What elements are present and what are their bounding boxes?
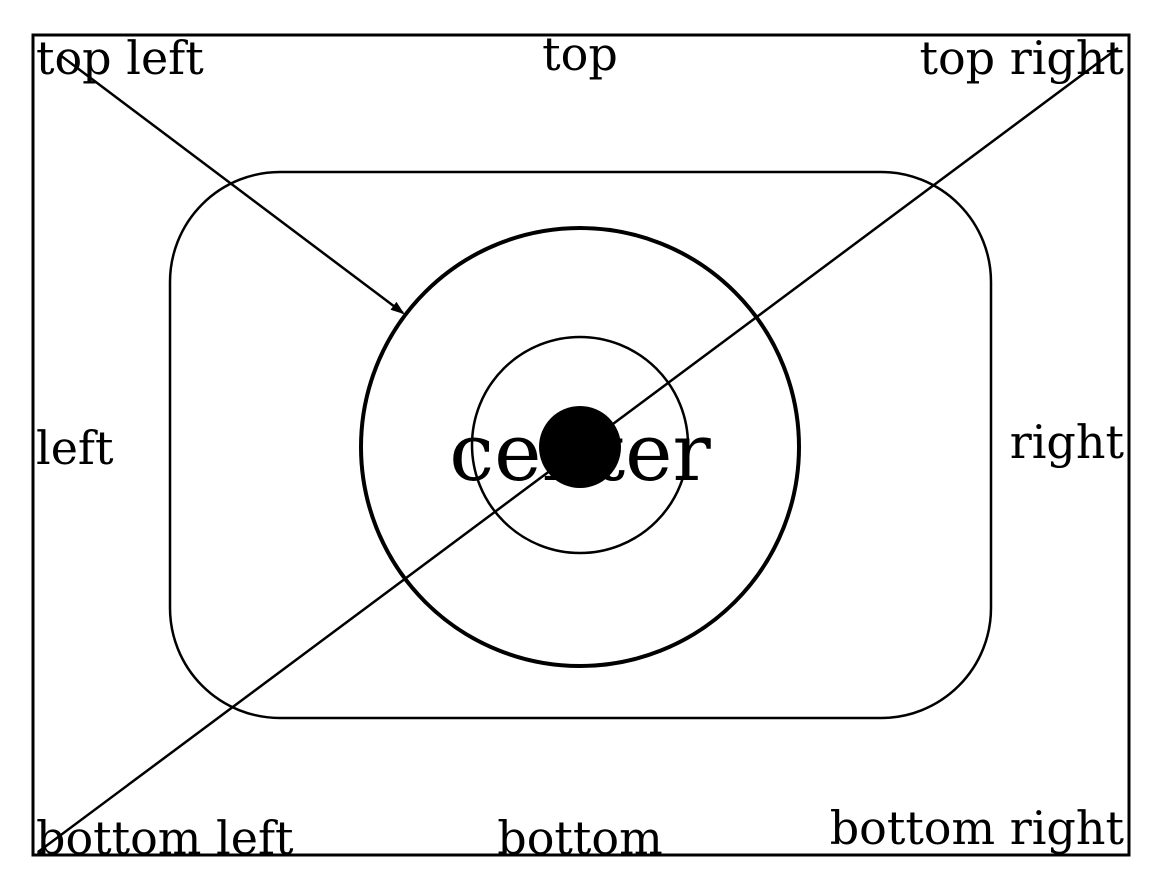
center-dot bbox=[539, 406, 621, 488]
outer-circle bbox=[359, 226, 801, 668]
label-bottom-right: bottom right bbox=[830, 801, 1125, 855]
label-right: right bbox=[1010, 415, 1125, 469]
inner-circle bbox=[470, 335, 690, 555]
label-top-left: top left bbox=[36, 31, 204, 85]
label-top: top bbox=[542, 27, 618, 81]
label-bottom: bottom bbox=[497, 811, 662, 865]
outer-frame bbox=[31, 33, 1131, 857]
label-top-right: top right bbox=[919, 31, 1124, 85]
rounded-rectangle bbox=[168, 170, 993, 720]
label-left: left bbox=[36, 421, 114, 475]
arrow-top-left bbox=[59, 54, 405, 315]
label-bottom-left: bottom left bbox=[36, 811, 294, 865]
